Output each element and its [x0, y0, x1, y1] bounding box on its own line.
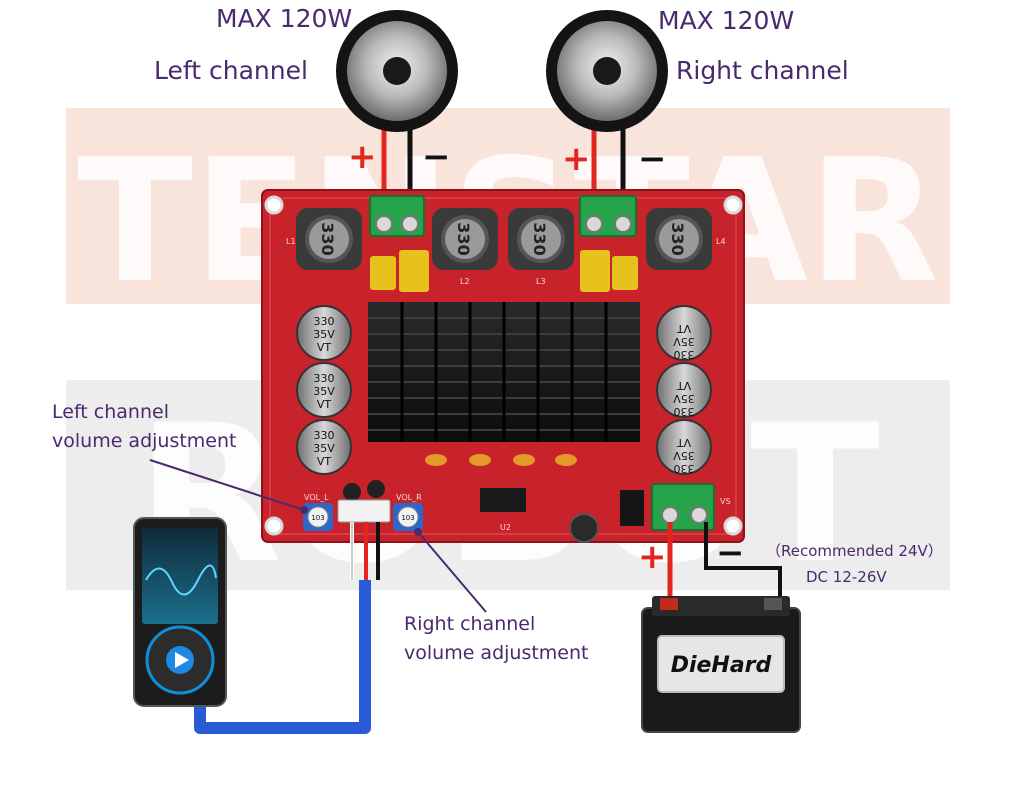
left-speaker-plus-sign: +	[348, 137, 377, 177]
left-speaker	[336, 10, 458, 132]
svg-text:35V: 35V	[313, 385, 335, 398]
music-player	[133, 517, 227, 707]
amplifier-board: 330 330 330 330 L1 L2 L3 L4	[261, 189, 745, 543]
left-max-power-label: MAX 120W	[216, 4, 353, 33]
right-speaker-terminal	[579, 195, 637, 237]
power-plus-sign: +	[638, 537, 667, 577]
battery: DieHard	[641, 596, 801, 733]
right-volume-label: Right channel volume adjustment	[404, 613, 589, 664]
svg-text:VT: VT	[317, 341, 332, 354]
svg-text:VT: VT	[317, 398, 332, 411]
power-minus-sign: −	[716, 533, 745, 573]
callout-lines	[149, 459, 487, 613]
svg-text:330: 330	[530, 222, 549, 255]
svg-text:330: 330	[314, 372, 335, 385]
svg-text:35V: 35V	[673, 449, 695, 462]
svg-text:330: 330	[674, 462, 695, 475]
inductor-label-l3: L3	[536, 277, 546, 286]
audio-cable	[194, 522, 380, 734]
audio-input-connector	[337, 499, 391, 523]
recommended-voltage-label: （Recommended 24V）	[766, 542, 943, 560]
svg-text:330: 330	[454, 222, 473, 255]
inductor-label-l4: L4	[716, 237, 726, 246]
battery-brand: DieHard	[671, 653, 772, 678]
inductor-l4: 330	[646, 208, 712, 270]
right-speaker-minus-sign: −	[638, 139, 667, 179]
inductor-l1: 330	[296, 208, 362, 270]
inductor-l3: 330	[508, 208, 574, 270]
right-channel-label: Right channel	[676, 56, 849, 85]
right-volume-pot: 103 VOL_R	[393, 493, 423, 531]
svg-text:103: 103	[311, 514, 324, 522]
svg-text:330: 330	[674, 348, 695, 361]
left-channel-label: Left channel	[154, 56, 308, 85]
svg-text:330: 330	[314, 315, 335, 328]
inductor-label-l1: L1	[286, 237, 296, 246]
vs-label: VS	[720, 497, 731, 506]
ic-label: U2	[500, 523, 511, 532]
svg-text:VT: VT	[677, 322, 692, 335]
left-volume-label: Left channel volume adjustment	[52, 401, 237, 452]
heatsink	[368, 302, 640, 442]
svg-text:35V: 35V	[673, 392, 695, 405]
inductor-label-l2: L2	[460, 277, 470, 286]
left-speaker-minus-sign: −	[422, 137, 451, 177]
right-speaker-plus-sign: +	[562, 139, 591, 179]
play-icon	[175, 652, 189, 668]
svg-text:330: 330	[314, 429, 335, 442]
right-max-power-label: MAX 120W	[658, 6, 795, 35]
inductor-l2: 330	[432, 208, 498, 270]
right-speaker	[546, 10, 668, 132]
svg-text:330: 330	[318, 222, 337, 255]
svg-text:330: 330	[674, 405, 695, 418]
svg-text:35V: 35V	[313, 442, 335, 455]
svg-text:VT: VT	[677, 436, 692, 449]
left-volume-pot: 103 VOL_L	[303, 493, 333, 531]
svg-text:330: 330	[668, 222, 687, 255]
power-terminal	[651, 483, 715, 531]
svg-text:VT: VT	[317, 455, 332, 468]
svg-text:VT: VT	[677, 379, 692, 392]
ic-chip	[480, 488, 526, 512]
pot-left-label: VOL_L	[304, 493, 329, 502]
svg-text:103: 103	[401, 514, 414, 522]
dc-voltage-range-label: DC 12-26V	[806, 568, 887, 586]
pot-right-label: VOL_R	[396, 493, 422, 502]
left-speaker-terminal	[369, 195, 425, 237]
svg-text:35V: 35V	[313, 328, 335, 341]
svg-text:35V: 35V	[673, 335, 695, 348]
left-capacitors: 330 35V VT 330 35V VT 330 35V VT	[296, 305, 352, 475]
right-capacitors: 330 35V VT 330 35V VT 330 35V VT	[656, 305, 712, 475]
